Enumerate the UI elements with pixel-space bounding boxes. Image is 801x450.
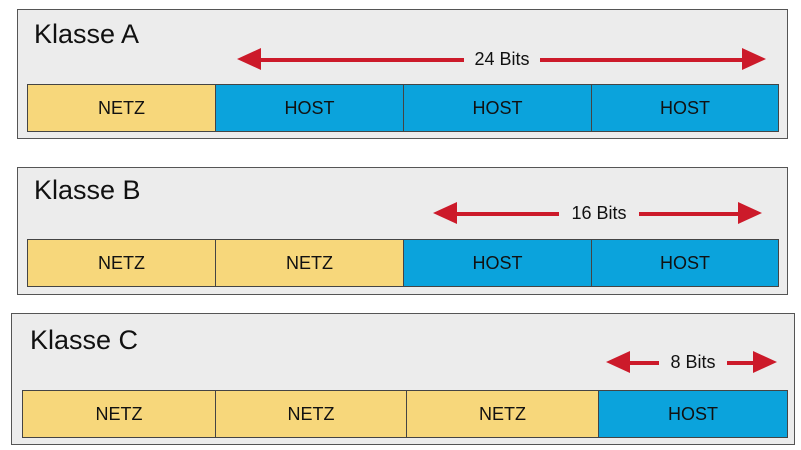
class-b-bits-label: 16 Bits bbox=[559, 202, 639, 224]
class-a-address-bar: NETZ HOST HOST HOST bbox=[27, 84, 779, 132]
arrow-left-head-icon bbox=[237, 48, 261, 70]
class-b-segment-4: HOST bbox=[592, 240, 778, 286]
class-b-segment-3: HOST bbox=[404, 240, 592, 286]
class-b-address-bar: NETZ NETZ HOST HOST bbox=[27, 239, 779, 287]
class-c-segment-3: NETZ bbox=[407, 391, 599, 437]
class-a-title: Klasse A bbox=[34, 19, 140, 49]
class-b-segment-2: NETZ bbox=[216, 240, 404, 286]
arrow-right-head-icon bbox=[738, 202, 762, 224]
class-c-address-bar: NETZ NETZ NETZ HOST bbox=[22, 390, 788, 438]
class-b-title: Klasse B bbox=[34, 175, 141, 205]
class-c-segment-2: NETZ bbox=[216, 391, 407, 437]
class-a-segment-1: NETZ bbox=[28, 85, 216, 131]
arrow-right-head-icon bbox=[742, 48, 766, 70]
class-c-title: Klasse C bbox=[30, 325, 139, 355]
class-c-segment-1: NETZ bbox=[23, 391, 216, 437]
class-c-panel: Klasse C 8 Bits NETZ NETZ NETZ HOST bbox=[11, 313, 795, 445]
class-c-bits-label: 8 Bits bbox=[659, 351, 727, 373]
class-a-bits-label: 24 Bits bbox=[464, 48, 540, 70]
class-a-panel: Klasse A 24 Bits NETZ HOST HOST HOST bbox=[17, 9, 788, 139]
class-c-segment-4: HOST bbox=[599, 391, 787, 437]
arrow-left-head-icon bbox=[606, 351, 630, 373]
class-b-segment-1: NETZ bbox=[28, 240, 216, 286]
class-a-segment-4: HOST bbox=[592, 85, 778, 131]
class-c-bits-arrow: 8 Bits bbox=[606, 351, 777, 373]
arrow-right-head-icon bbox=[753, 351, 777, 373]
class-a-segment-2: HOST bbox=[216, 85, 404, 131]
class-b-bits-arrow: 16 Bits bbox=[433, 202, 762, 224]
arrow-left-head-icon bbox=[433, 202, 457, 224]
class-a-bits-arrow: 24 Bits bbox=[237, 48, 766, 70]
class-b-panel: Klasse B 16 Bits NETZ NETZ HOST HOST bbox=[17, 167, 788, 295]
class-a-segment-3: HOST bbox=[404, 85, 592, 131]
